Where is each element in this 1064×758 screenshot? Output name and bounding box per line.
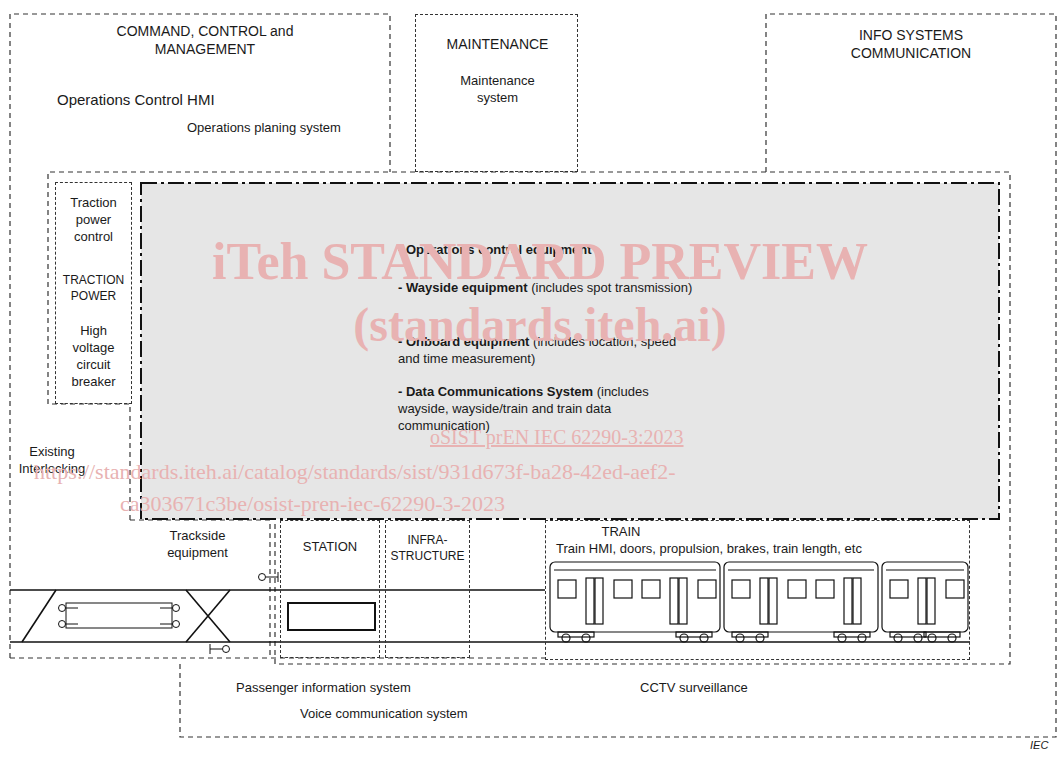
train-door	[769, 578, 777, 624]
text-block: STATION	[281, 539, 379, 556]
watermark: iTeh STANDARD PREVIEW	[60, 228, 1020, 296]
text-block: INFRA- STRUCTURE	[387, 533, 468, 564]
text-block: TRAIN	[586, 524, 656, 541]
train-window	[732, 580, 750, 598]
maintenance-region: MAINTENANCE Maintenance system	[415, 14, 578, 172]
watermark: oSIST prEN IEC 62290-3:2023	[430, 424, 684, 450]
train-door	[760, 578, 768, 624]
crossover	[22, 590, 56, 642]
text-block: Operations Control HMI	[57, 90, 297, 110]
trackside-outline	[130, 520, 270, 658]
train-door	[679, 578, 687, 624]
train-door	[918, 578, 926, 624]
train-door	[927, 578, 935, 624]
wheel	[948, 634, 956, 642]
infrastructure-box: INFRA- STRUCTURE	[385, 520, 470, 658]
rail	[10, 641, 970, 643]
box-text: Maintenance system	[460, 73, 534, 105]
label: IEC	[1030, 738, 1048, 752]
train-illustration	[550, 562, 968, 642]
box-text: COMMAND, CONTROL and MANAGEMENT	[117, 23, 294, 57]
wheel	[680, 634, 688, 642]
train-door	[586, 578, 594, 624]
box-text: INFRA- STRUCTURE	[391, 533, 465, 563]
train-window	[890, 580, 908, 598]
box-text: Trackside equipment	[167, 528, 228, 560]
box-text: Operations planing system	[187, 120, 341, 135]
text-block: Operations planing system	[187, 120, 387, 137]
train-window	[788, 580, 806, 598]
train-door	[844, 578, 852, 624]
roof-line	[886, 569, 964, 570]
wheel	[914, 634, 922, 642]
traction-power-box: Traction power controlTRACTION POWER High…	[55, 182, 132, 404]
roof-line	[728, 569, 874, 570]
watermark: (standards.iteh.ai)	[60, 294, 1020, 356]
text-block: Maintenance system	[446, 73, 549, 107]
wheel	[756, 634, 764, 642]
station-box: STATION	[280, 520, 380, 658]
wheel	[894, 634, 902, 642]
text-block: MAINTENANCE	[416, 35, 579, 53]
box-text: Traction power control	[70, 195, 116, 244]
box-text: INFO SYSTEMS COMMUNICATION	[851, 27, 971, 61]
wheel	[736, 634, 744, 642]
train-window	[816, 580, 834, 598]
text-block: Traction power control	[58, 195, 129, 246]
box-text: TRAIN	[602, 524, 641, 539]
switch-points	[59, 605, 180, 628]
track-illustration	[10, 572, 970, 654]
wheel	[562, 634, 570, 642]
box-text: STATION	[303, 539, 357, 554]
train-door	[853, 578, 861, 624]
train-car	[550, 562, 720, 632]
wheel	[858, 634, 866, 642]
region-outlines	[10, 14, 1056, 737]
train-door	[595, 578, 603, 624]
text-block: COMMAND, CONTROL and MANAGEMENT	[105, 22, 305, 58]
text-block: Train HMI, doors, propulsion, brakes, tr…	[556, 541, 961, 558]
text-block: High voltage circuit breaker	[58, 323, 129, 391]
crossover	[186, 590, 230, 642]
platform	[288, 603, 375, 630]
train-box: TRAIN Train HMI, doors, propulsion, brake…	[545, 520, 970, 660]
box-text: Operations Control HMI	[57, 91, 215, 108]
text-block: INFO SYSTEMS COMMUNICATION	[831, 26, 991, 62]
train-window	[614, 580, 632, 598]
box-text: Train HMI, doors, propulsion, brakes, tr…	[556, 541, 862, 556]
command-region: COMMAND, CONTROL and MANAGEMENT Operation…	[10, 14, 390, 172]
rail	[10, 589, 545, 591]
wheel	[700, 634, 708, 642]
wheel	[928, 634, 936, 642]
roof-line	[554, 569, 716, 570]
label: Voice communication system	[300, 706, 468, 723]
signal-symbol	[259, 572, 279, 582]
text-block: TRACTION POWER	[58, 273, 129, 304]
label: Passenger information system	[236, 680, 411, 697]
wheel	[838, 634, 846, 642]
signal-symbol	[210, 644, 230, 654]
train-window	[946, 580, 964, 598]
label: CCTV surveillance	[640, 680, 748, 697]
box-text: High voltage circuit breaker	[71, 323, 115, 389]
switch-frame	[66, 603, 172, 628]
train-car	[724, 562, 878, 632]
train-car	[882, 562, 968, 632]
crossover	[186, 590, 230, 642]
wheel	[582, 634, 590, 642]
train-door	[670, 578, 678, 624]
train-window	[698, 580, 716, 598]
watermark: https://standards.iteh.ai/catalog/standa…	[34, 458, 676, 487]
watermark: ca303671c3be/osist-pren-iec-62290-3-2023	[120, 490, 505, 519]
info-systems-region: INFO SYSTEMS COMMUNICATION	[766, 14, 1056, 172]
train-window	[642, 580, 660, 598]
box-text: MAINTENANCE	[447, 36, 549, 52]
trackside-box: Trackside equipment	[130, 520, 270, 658]
text-block: Trackside equipment	[150, 528, 245, 562]
train-window	[558, 580, 576, 598]
box-text: TRACTION POWER	[63, 273, 124, 303]
item-heading: - Data Communications System	[398, 384, 593, 399]
